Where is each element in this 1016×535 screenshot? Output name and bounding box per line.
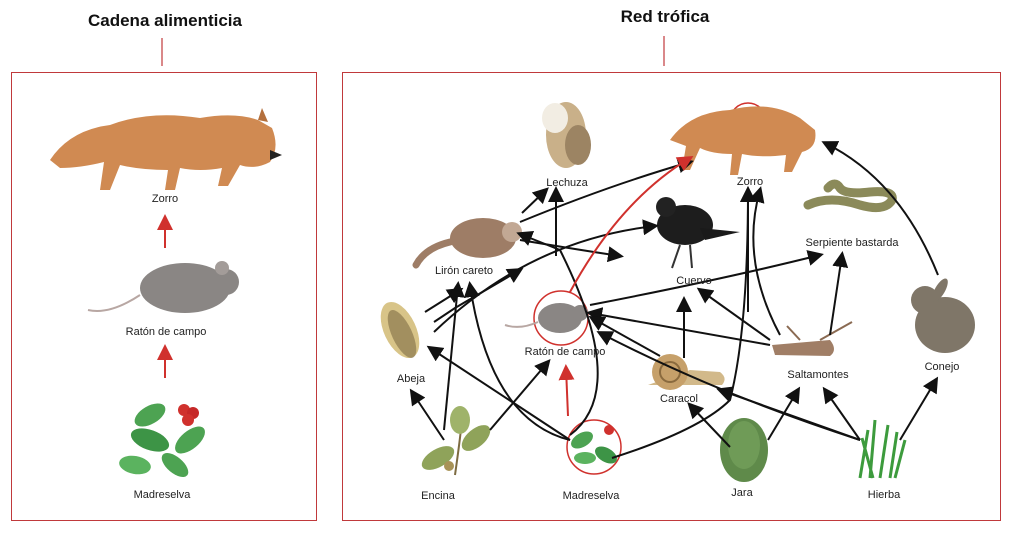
arrow-encina-to-abeja [409, 388, 445, 441]
chain-label-madreselva: Madreselva [133, 489, 191, 501]
arrow-raton-to-serpiente [589, 250, 824, 306]
web-label-jara: Jara [731, 487, 753, 499]
snake-icon [803, 179, 897, 213]
food-web-arrows [409, 141, 939, 459]
arrow-encina-to-raton [489, 358, 551, 431]
rockrose-icon [720, 418, 768, 482]
web-label-zorro: Zorro [736, 176, 764, 188]
arrow-abeja-to-liron-a [433, 267, 524, 323]
arrow-abeja-to-cuervo [433, 219, 659, 333]
arrow-liron-to-lechuza [521, 187, 549, 214]
crow-icon [656, 197, 740, 269]
arrow-caracol-to-raton [588, 316, 661, 357]
oak-icon [421, 406, 491, 476]
arrow-hierba-to-conejo [899, 376, 939, 441]
web-label-encina: Encina [421, 490, 455, 502]
web-label-hierba: Hierba [867, 489, 901, 501]
snail-icon [648, 354, 725, 390]
arrow-hierba-to-saltamontes [822, 386, 861, 441]
honeysuckle-web-icon [571, 425, 617, 464]
highlight-arrows [558, 155, 694, 417]
fox-icon [50, 108, 282, 190]
arrow-madreselva-to-abeja [426, 345, 571, 441]
chain-label-zorro: Zorro [151, 193, 179, 205]
bee-icon [380, 301, 420, 359]
arrow-madreselva-to-liron [463, 281, 571, 441]
arrow-red-madreselva-to-raton [558, 364, 575, 417]
web-label-conejo: Conejo [924, 361, 960, 373]
web-label-liron: Lirón careto [434, 265, 494, 277]
arrow-jara-to-saltamontes [767, 386, 801, 441]
arrow-encina-to-liron [443, 281, 465, 431]
web-label-madreselva: Madreselva [562, 490, 620, 502]
honeysuckle-icon [119, 403, 205, 477]
owl-icon [542, 102, 591, 168]
web-label-cuervo: Cuervo [676, 275, 712, 287]
arrow-saltamontes-to-serpiente [829, 251, 849, 336]
web-label-saltamontes: Saltamontes [787, 369, 849, 381]
dormouse-icon [412, 218, 522, 269]
web-label-abeja: Abeja [396, 373, 426, 385]
field-mouse-web-icon [504, 303, 588, 333]
arrow-liron-to-zorro [519, 157, 694, 223]
madreselva-highlight-circle [566, 419, 622, 475]
web-label-lechuza: Lechuza [546, 177, 588, 189]
grasshopper-icon [772, 321, 853, 356]
arrow-red-raton-to-zorro [569, 155, 694, 293]
arrow-madreselva-to-liron-b [516, 231, 599, 436]
fox-web-icon [670, 106, 816, 175]
food-web-title: Red trófica [620, 7, 710, 26]
grass-icon [858, 419, 907, 479]
arrow-saltamontes-to-zorro [749, 186, 781, 336]
field-mouse-icon [87, 261, 239, 313]
arrow-jara-to-caracol [687, 402, 731, 448]
chain-label-raton: Ratón de campo [125, 326, 207, 338]
web-label-raton: Ratón de campo [524, 346, 606, 358]
food-chain-title: Cadena alimenticia [87, 11, 242, 30]
web-label-caracol: Caracol [660, 393, 698, 405]
arrow-saltamontes-to-cuervo [696, 287, 771, 341]
arrow-hierba-to-raton [596, 331, 861, 441]
arrow-liron-to-cuervo-path [519, 239, 624, 263]
rabbit-icon [911, 278, 975, 353]
arrow-conejo-to-zorro [821, 141, 939, 276]
web-label-serpiente: Serpiente bastarda [805, 237, 899, 249]
food-web-panel [342, 72, 1001, 521]
